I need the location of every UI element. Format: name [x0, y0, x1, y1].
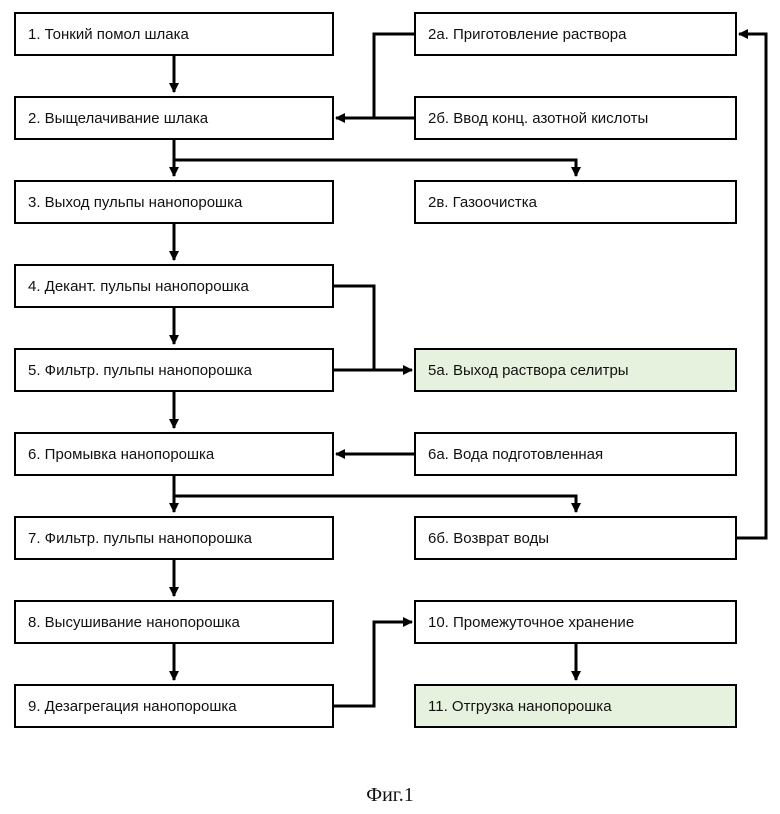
step-5-box: 5. Фильтр. пульпы нанопорошка: [14, 348, 334, 392]
step-2-label: 2. Выщелачивание шлака: [28, 110, 208, 127]
step-1-label: 1. Тонкий помол шлака: [28, 26, 189, 43]
step-8-label: 8. Высушивание нанопорошка: [28, 614, 240, 631]
figure-caption: Фиг.1: [0, 784, 780, 807]
step-6a-label: 6а. Вода подготовленная: [428, 446, 603, 463]
step-7-box: 7. Фильтр. пульпы нанопорошка: [14, 516, 334, 560]
step-2b-box: 2б. Ввод конц. азотной кислоты: [414, 96, 737, 140]
step-2b-label: 2б. Ввод конц. азотной кислоты: [428, 110, 648, 127]
step-2v-box: 2в. Газоочистка: [414, 180, 737, 224]
step-5a-label: 5а. Выход раствора селитры: [428, 362, 629, 379]
step-6a-box: 6а. Вода подготовленная: [414, 432, 737, 476]
arrow-4-to-5a: [334, 286, 374, 370]
step-6b-label: 6б. Возврат воды: [428, 530, 549, 547]
step-5-label: 5. Фильтр. пульпы нанопорошка: [28, 362, 252, 379]
step-3-label: 3. Выход пульпы нанопорошка: [28, 194, 242, 211]
step-2a-box: 2а. Приготовление раствора: [414, 12, 737, 56]
step-1-box: 1. Тонкий помол шлака: [14, 12, 334, 56]
step-4-box: 4. Декант. пульпы нанопорошка: [14, 264, 334, 308]
step-11-box: 11. Отгрузка нанопорошка: [414, 684, 737, 728]
step-2a-label: 2а. Приготовление раствора: [428, 26, 627, 43]
step-6-label: 6. Промывка нанопорошка: [28, 446, 214, 463]
step-10-label: 10. Промежуточное хранение: [428, 614, 634, 631]
step-6-box: 6. Промывка нанопорошка: [14, 432, 334, 476]
step-2-box: 2. Выщелачивание шлака: [14, 96, 334, 140]
step-11-label: 11. Отгрузка нанопорошка: [428, 698, 612, 715]
arrow-9-to-10: [334, 622, 412, 706]
arrow-6b-to-2a: [737, 34, 766, 538]
step-8-box: 8. Высушивание нанопорошка: [14, 600, 334, 644]
step-4-label: 4. Декант. пульпы нанопорошка: [28, 278, 249, 295]
step-3-box: 3. Выход пульпы нанопорошка: [14, 180, 334, 224]
arrow-6-to-6b: [174, 496, 576, 512]
step-7-label: 7. Фильтр. пульпы нанопорошка: [28, 530, 252, 547]
step-9-box: 9. Дезагрегация нанопорошка: [14, 684, 334, 728]
step-10-box: 10. Промежуточное хранение: [414, 600, 737, 644]
step-6b-box: 6б. Возврат воды: [414, 516, 737, 560]
step-2v-label: 2в. Газоочистка: [428, 194, 537, 211]
step-5a-box: 5а. Выход раствора селитры: [414, 348, 737, 392]
arrow-2-to-2v: [174, 160, 576, 176]
step-9-label: 9. Дезагрегация нанопорошка: [28, 698, 237, 715]
arrow-2a-to-2: [374, 34, 414, 118]
